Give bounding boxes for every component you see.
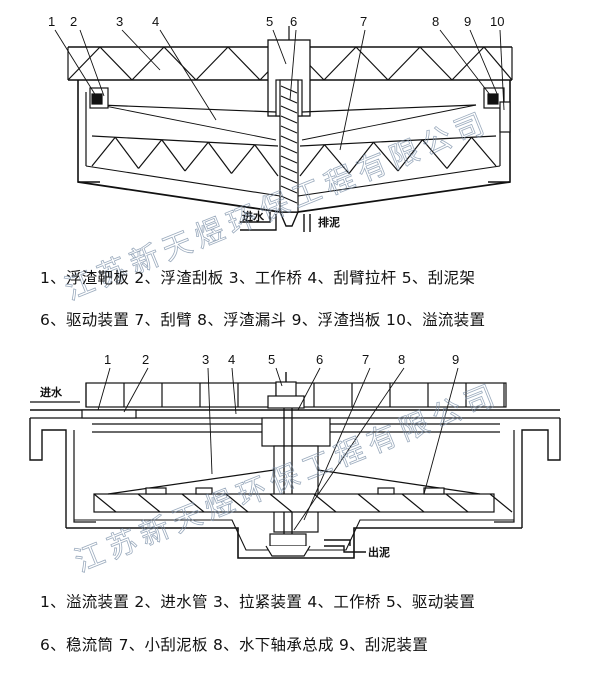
callout-2-8: 8 [398,352,405,367]
callout-2-7: 7 [362,352,369,367]
inlet-label-2: 进水 [40,385,63,399]
callout-1-1: 1 [48,14,55,29]
callout-2-3: 3 [202,352,209,367]
scraper-arm [91,135,497,177]
callout-2-6: 6 [316,352,323,367]
callout-1-8: 8 [432,14,439,29]
outlet-label-1: 排泥 [318,215,340,229]
diagram-2-callouts: 1 2 3 4 5 6 7 8 9 [104,352,459,367]
outlet-label-2: 出泥 [368,545,390,559]
callout-2-2: 2 [142,352,149,367]
callout-1-9: 9 [464,14,471,29]
inlet-pipe [81,409,137,419]
inlet-label-1: 进水 [242,209,265,223]
legend-2-line-1: 1、溢流装置 2、进水管 3、拉紧装置 4、工作桥 5、驱动装置 [40,593,476,611]
legend-1-line-2: 6、驱动装置 7、刮臂 8、浮渣漏斗 9、浮渣挡板 10、溢流装置 [40,311,486,329]
callout-1-3: 3 [116,14,123,29]
callout-1-4: 4 [152,14,159,29]
stabilizing-cylinder [273,445,319,533]
callout-1-5: 5 [266,14,273,29]
center-shaft-spiral [280,85,298,204]
callout-2-5: 5 [268,352,275,367]
legend-2-line-2: 6、稳流筒 7、小刮泥板 8、水下轴承总成 9、刮泥装置 [40,636,429,654]
callout-2-1: 1 [104,352,111,367]
callout-1-6: 6 [290,14,297,29]
callout-2-4: 4 [228,352,235,367]
scraper-frame [93,493,495,513]
diagram-2-clarifier-tank [29,367,561,559]
callout-1-7: 7 [360,14,367,29]
legend-1-line-1: 1、浮渣靶板 2、浮渣刮板 3、工作桥 4、刮臂拉杆 5、刮泥架 [40,269,476,287]
callout-1-2: 2 [70,14,77,29]
callout-2-9: 9 [452,352,459,367]
diagram-1-scraper-tank [54,26,513,232]
callout-1-10: 10 [490,14,504,29]
